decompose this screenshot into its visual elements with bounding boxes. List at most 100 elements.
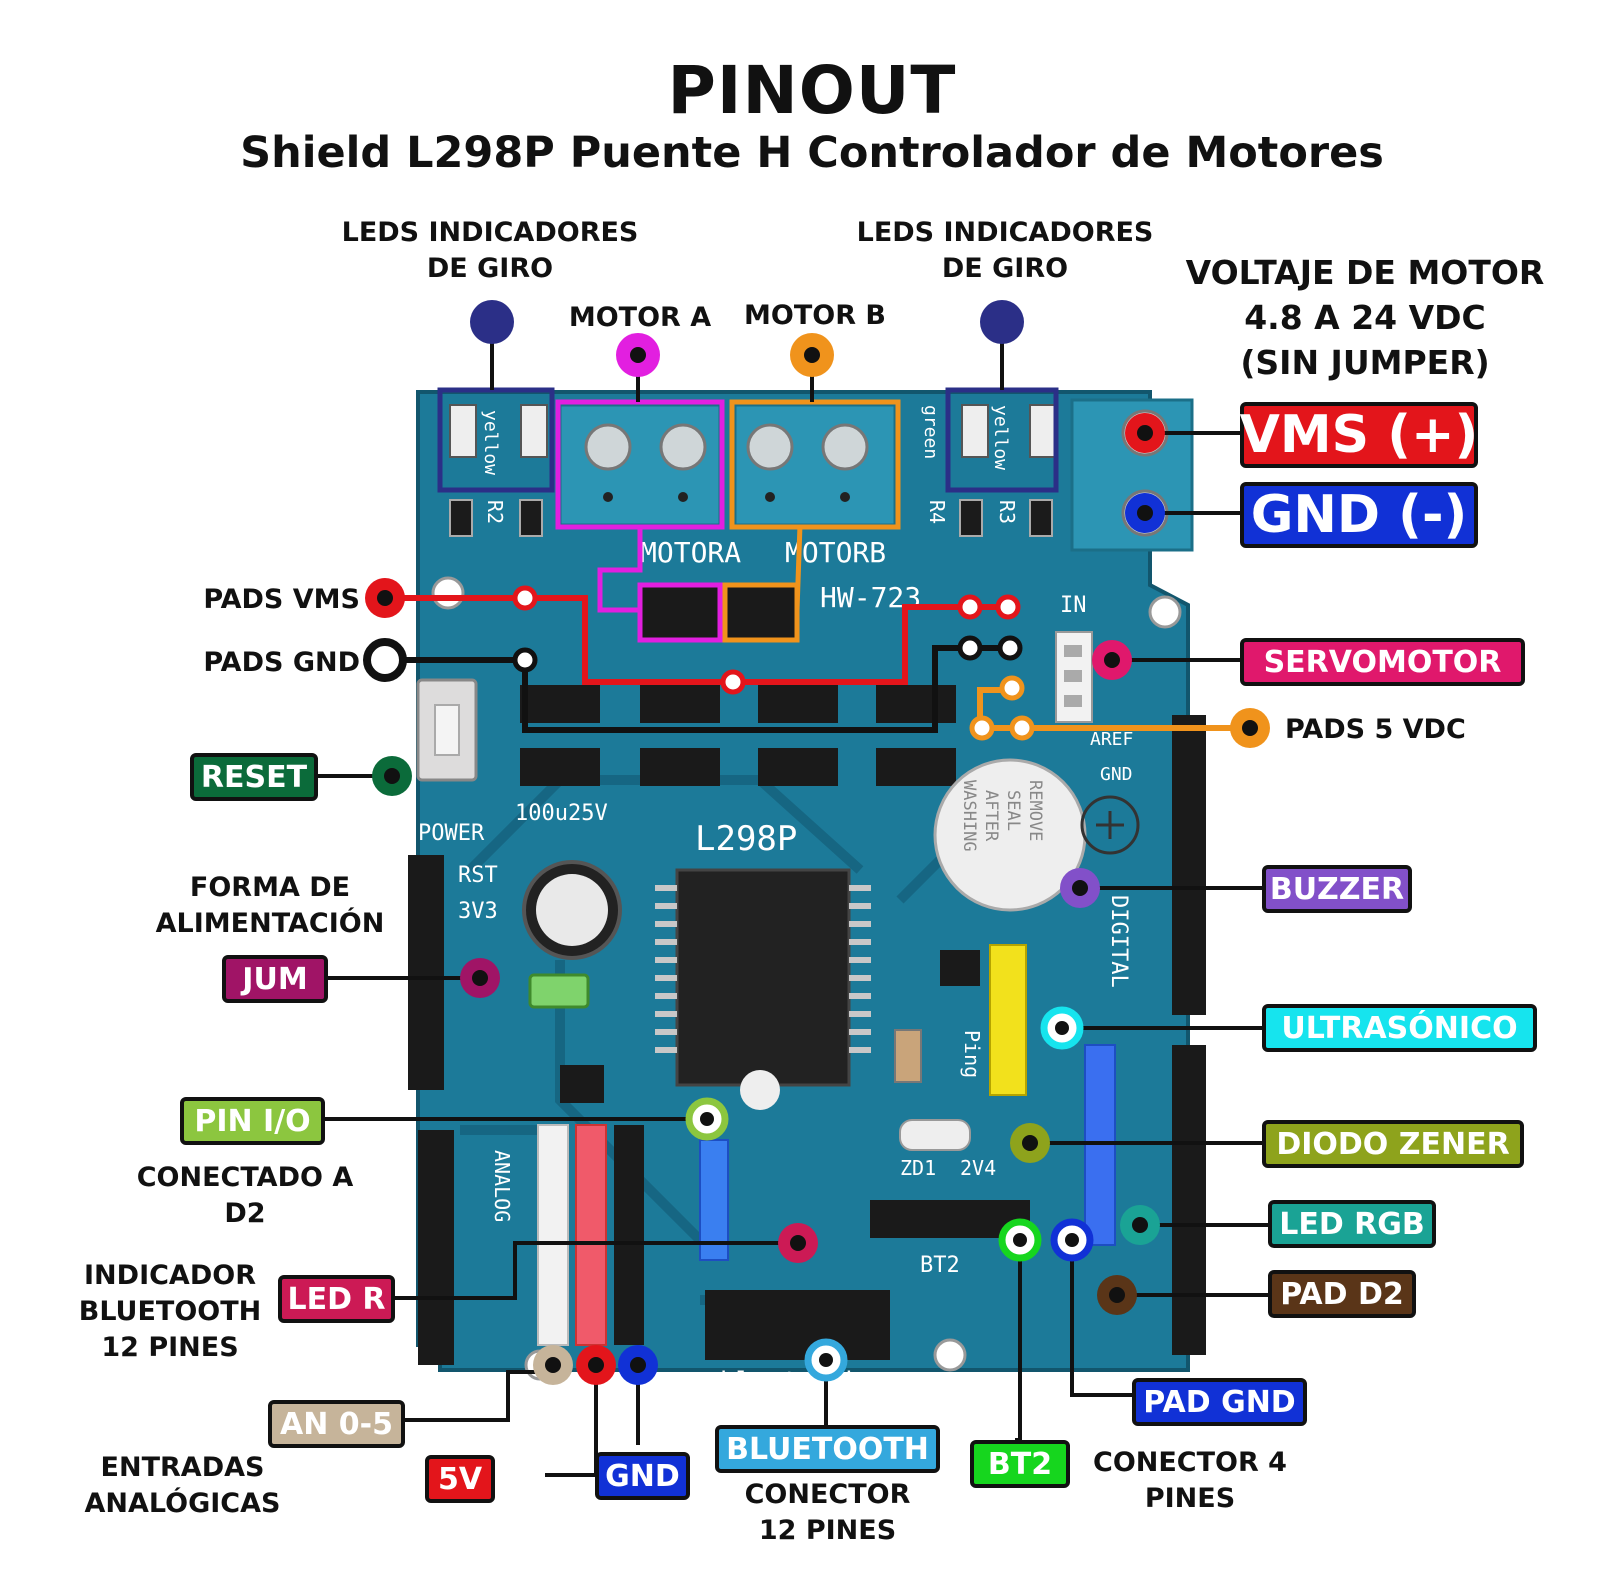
silk-ping: Ping bbox=[960, 1030, 984, 1078]
silk-yellow: yellow bbox=[480, 410, 501, 475]
bluetooth-header bbox=[705, 1290, 890, 1360]
leader-lines bbox=[318, 322, 1268, 1477]
caption-indicador: INDICADOR BLUETOOTH 12 PINES bbox=[70, 1258, 270, 1366]
caption-conectado-line1: CONECTADO A bbox=[136, 1162, 354, 1193]
silk-r4: R4 bbox=[925, 500, 949, 524]
caption-voltaje-line2: 4.8 A 24 VDC bbox=[1244, 298, 1486, 337]
power-header bbox=[408, 855, 444, 1090]
label-ultrasonico: ULTRASÓNICO bbox=[1262, 1004, 1537, 1052]
caption-conector-12: CONECTOR 12 PINES bbox=[735, 1477, 920, 1549]
electrolytic-capacitor bbox=[522, 860, 622, 960]
caption-conector4-line1: CONECTOR 4 bbox=[1093, 1447, 1287, 1478]
vms-pad bbox=[957, 594, 983, 620]
caption-indicador-line2: BLUETOOTH bbox=[78, 1296, 262, 1327]
label-led-r: LED R bbox=[278, 1275, 395, 1323]
vms-pad bbox=[512, 585, 538, 611]
silk-rst: RST bbox=[458, 863, 498, 888]
motor-b-jumper-link bbox=[794, 524, 803, 611]
silk-bt2: BT2 bbox=[920, 1253, 960, 1278]
caption-conectado-line2: D2 bbox=[224, 1198, 266, 1229]
silk-digital: DIGITAL bbox=[1106, 895, 1131, 988]
silk-zd1: ZD1 bbox=[900, 1156, 936, 1180]
caption-leds-right-line2: DE GIRO bbox=[941, 253, 1069, 284]
caption-entradas-line1: ENTRADAS bbox=[100, 1452, 265, 1483]
mount-hole bbox=[1148, 595, 1182, 629]
label-bluetooth: BLUETOOTH bbox=[715, 1425, 940, 1473]
diodes-m7 bbox=[520, 685, 956, 786]
caption-entradas-line2: ANALÓGICAS bbox=[84, 1488, 281, 1519]
silk-seal-4: WASHING bbox=[959, 780, 979, 852]
leader-dots bbox=[363, 300, 1270, 1385]
caption-voltaje-line3: (SIN JUMPER) bbox=[1240, 343, 1490, 382]
label-pad-gnd: PAD GND bbox=[1132, 1378, 1307, 1426]
silk-zd-val: 2V4 bbox=[960, 1156, 996, 1180]
digital-header-top bbox=[1172, 715, 1206, 1015]
gnd-pad bbox=[957, 635, 983, 661]
pin-io-header bbox=[699, 1139, 729, 1261]
led-indicators-right: yellow green bbox=[920, 387, 1059, 493]
caption-conector-4: CONECTOR 4 PINES bbox=[1085, 1445, 1295, 1517]
l298p-chip bbox=[655, 868, 871, 1110]
gnd-pad bbox=[512, 647, 538, 673]
servo-header bbox=[1055, 631, 1093, 723]
zener-diode bbox=[899, 1119, 971, 1151]
caption-leds-left: LEDS INDICADORES DE GIRO bbox=[330, 215, 650, 287]
caption-voltaje-line1: VOLTAJE DE MOTOR bbox=[1185, 253, 1545, 292]
label-led-rgb: LED RGB bbox=[1268, 1200, 1436, 1248]
digital-header-bottom bbox=[1172, 1045, 1206, 1355]
silk-seal-2: SEAL bbox=[1003, 790, 1023, 831]
label-bt2: BT2 bbox=[970, 1440, 1070, 1488]
mount-hole bbox=[933, 1338, 967, 1372]
caption-conector12-line2: 12 PINES bbox=[758, 1515, 897, 1546]
caption-forma-line1: FORMA DE bbox=[189, 872, 351, 903]
label-buzzer: BUZZER bbox=[1262, 865, 1412, 913]
caption-forma-line2: ALIMENTACIÓN bbox=[155, 908, 385, 939]
analog-5v-header bbox=[575, 1124, 607, 1346]
caption-leds-right: LEDS INDICADORES DE GIRO bbox=[845, 215, 1165, 287]
chip-74hc1g04-b bbox=[940, 950, 980, 986]
analog-signal-header bbox=[537, 1124, 569, 1346]
silk-cap-value: 100u25V bbox=[515, 801, 608, 826]
label-servomotor: SERVOMOTOR bbox=[1240, 638, 1525, 686]
silk-analog: ANALOG bbox=[490, 1150, 514, 1222]
caption-voltaje: VOLTAJE DE MOTOR 4.8 A 24 VDC (SIN JUMPE… bbox=[1165, 250, 1565, 385]
vms-pad bbox=[995, 594, 1021, 620]
caption-conector12-line1: CONECTOR bbox=[744, 1479, 911, 1510]
label-reset: RESET bbox=[190, 753, 318, 801]
caption-indicador-line1: INDICADOR bbox=[84, 1260, 256, 1291]
ultrasonic-header bbox=[989, 944, 1027, 1096]
cap-0-1uf bbox=[894, 1029, 922, 1083]
silk-3v3: 3V3 bbox=[458, 899, 498, 924]
reset-button-part bbox=[416, 678, 478, 782]
terminal-motor-a bbox=[555, 399, 725, 530]
caption-forma: FORMA DE ALIMENTACIÓN bbox=[150, 870, 390, 942]
caption-conector4-line2: PINES bbox=[1144, 1483, 1236, 1514]
caption-pads-gnd: PADS GND bbox=[203, 647, 360, 678]
chip-74hc1g04-a bbox=[560, 1065, 604, 1103]
label-pin-io: PIN I/O bbox=[180, 1097, 325, 1145]
mount-hole bbox=[431, 576, 465, 610]
caption-leds-left-line1: LEDS INDICADORES bbox=[341, 217, 639, 248]
silk-seal-1: REMOVE bbox=[1025, 780, 1045, 841]
motor-a-jumper bbox=[637, 582, 723, 643]
page-title: PINOUT bbox=[667, 52, 957, 129]
resistors-row bbox=[449, 499, 1053, 537]
pad-5v bbox=[969, 715, 995, 741]
caption-conectado: CONECTADO A D2 bbox=[125, 1160, 365, 1232]
pad-5v bbox=[999, 675, 1025, 701]
label-jum: JUM bbox=[222, 955, 328, 1003]
motor-b-jumper bbox=[722, 582, 800, 643]
silk-r3: R3 bbox=[995, 500, 1019, 524]
silk-power: POWER bbox=[418, 821, 485, 846]
caption-pads-5vdc: PADS 5 VDC bbox=[1285, 714, 1466, 745]
silk-motora: MOTORA bbox=[640, 536, 741, 569]
label-gnd-motor: GND (-) bbox=[1240, 482, 1478, 548]
label-gnd: GND bbox=[595, 1452, 690, 1500]
caption-pads-vms: PADS VMS bbox=[203, 584, 360, 615]
caption-leds-left-line2: DE GIRO bbox=[426, 253, 554, 284]
buzzer-part bbox=[933, 758, 1140, 912]
silk-seal-3: AFTER bbox=[981, 790, 1001, 842]
motor-a-jumper-link bbox=[597, 525, 643, 613]
